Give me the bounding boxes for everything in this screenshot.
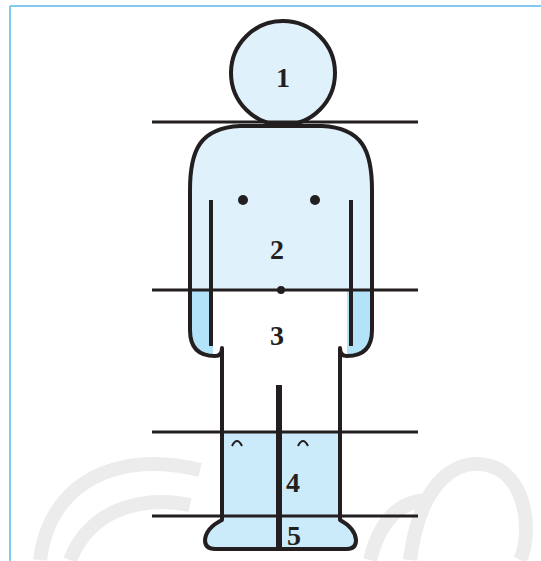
arm-line: [349, 200, 353, 346]
arm-fill: [150, 290, 213, 370]
knee-mark: [232, 441, 242, 446]
nipple-dot: [238, 195, 248, 205]
knee-mark: [298, 441, 308, 446]
region-line: [152, 431, 418, 434]
watermark-curve: [40, 464, 200, 560]
watermark-curve: [410, 464, 526, 560]
frame: [10, 6, 541, 561]
region-line: [152, 515, 418, 518]
leg-split: [276, 385, 282, 549]
region-fill: [150, 100, 410, 560]
arm-fill: [347, 290, 410, 370]
watermark-curve: [370, 500, 430, 560]
arm-line: [209, 200, 213, 346]
frame-top: [10, 5, 541, 7]
nipple-dot: [310, 195, 320, 205]
body-outline: [190, 126, 372, 549]
callout-number: 3: [270, 322, 284, 350]
callout-number: 4: [286, 469, 300, 497]
head-circle: [231, 21, 335, 125]
body-fills: [150, 100, 410, 561]
callout-number: 1: [276, 64, 290, 92]
region-line: [152, 121, 418, 124]
frame-left: [9, 6, 11, 561]
callout-number: 2: [270, 236, 284, 264]
watermark-curve: [70, 502, 190, 560]
callout-number: 5: [287, 522, 301, 550]
region-line: [152, 289, 418, 292]
region-lines: [152, 122, 418, 516]
